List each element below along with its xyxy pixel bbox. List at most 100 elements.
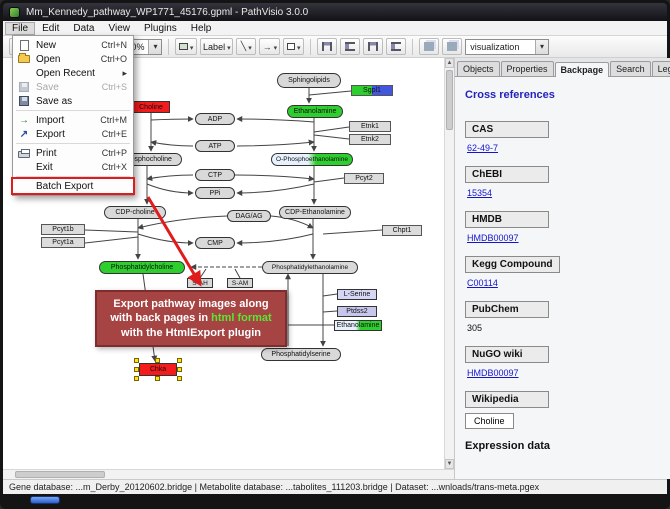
stack-button[interactable] (386, 38, 407, 55)
bring-forward-button[interactable] (419, 38, 440, 55)
xref-link[interactable]: 15354 (467, 188, 493, 198)
toolbar-separator (168, 38, 170, 55)
scroll-up-icon[interactable]: ▲ (445, 58, 454, 68)
xref-link[interactable]: HMDB00097 (467, 368, 519, 378)
xref-section-pubchem: PubChem 305 (465, 299, 670, 333)
scroll-down-icon[interactable]: ▼ (445, 459, 454, 469)
xref-header: Kegg Compound (465, 256, 560, 273)
pathway-node[interactable]: ATP (195, 140, 235, 152)
gene-node-tool-button[interactable] (175, 38, 198, 55)
xref-value-box[interactable]: Choline (465, 413, 514, 429)
xref-link[interactable]: 62-49-7 (467, 143, 499, 153)
align-vertical-button[interactable] (340, 38, 361, 55)
side-panel: Objects Properties Backpage Search Legen… (454, 58, 670, 479)
window-title: Mm_Kennedy_pathway_WP1771_45176.gpml - P… (26, 6, 309, 18)
tab-objects[interactable]: Objects (457, 61, 500, 76)
printer-icon (18, 149, 30, 158)
pathway-node[interactable]: DAG/AG (227, 210, 271, 222)
pathway-node[interactable]: Etnk2 (349, 134, 391, 145)
line-tool-button[interactable] (236, 38, 257, 55)
pathway-node[interactable]: L-Serine (337, 289, 377, 300)
scrollbar-thumb[interactable] (446, 70, 453, 130)
label-tool-text: Label (203, 41, 226, 52)
pathway-node[interactable]: Pcyt2 (344, 173, 384, 184)
pathway-node[interactable]: Sphingolipids (277, 73, 341, 88)
xref-header: HMDB (465, 211, 549, 228)
menu-help[interactable]: Help (190, 22, 212, 34)
xref-link[interactable]: C00114 (467, 278, 498, 288)
pathway-node[interactable]: PPi (195, 187, 235, 199)
zoom-dropdown-arrow-icon[interactable] (148, 39, 162, 54)
pathway-node[interactable]: Phosphatidylethanolamine (262, 261, 358, 274)
shape-tool-icon (287, 43, 295, 50)
tab-search[interactable]: Search (610, 61, 651, 76)
xref-header: ChEBI (465, 166, 549, 183)
gene-node-icon (179, 43, 188, 50)
align-horizontal-button[interactable] (317, 38, 338, 55)
menu-edit[interactable]: Edit (42, 22, 60, 34)
xref-link[interactable]: HMDB00097 (467, 233, 519, 243)
pathway-node[interactable]: Pcyt1b (41, 224, 85, 235)
menu-item-open-recent[interactable]: Open Recent (13, 66, 133, 80)
pathway-node[interactable]: Etnk1 (349, 121, 391, 132)
pathway-node[interactable]: CMP (195, 237, 235, 249)
cross-references-title: Cross references (465, 89, 555, 101)
tab-backpage[interactable]: Backpage (554, 62, 610, 77)
menu-plugins[interactable]: Plugins (143, 22, 177, 34)
submenu-arrow-icon (122, 68, 127, 79)
pathway-node[interactable]: Phosphatidylcholine (99, 261, 185, 274)
menu-view[interactable]: View (108, 22, 130, 34)
side-panel-tabs: Objects Properties Backpage Search Legen… (455, 58, 670, 77)
pathway-node[interactable]: S-AM (227, 278, 253, 288)
stack-icon (391, 42, 402, 51)
menu-item-save-as[interactable]: Save as (13, 94, 133, 108)
pathway-node[interactable]: CDP-Ethanolamine (279, 206, 351, 219)
visualization-dropdown-arrow-icon[interactable] (535, 39, 548, 54)
xref-section-cas: CAS 62-49-7 (465, 119, 670, 153)
xref-section-chebi: ChEBI 15354 (465, 164, 670, 198)
pathway-node[interactable]: Pcyt1a (41, 237, 85, 248)
toolbar-separator (412, 38, 414, 55)
pathway-node[interactable]: ADP (195, 113, 235, 125)
pathway-node[interactable]: CTP (195, 169, 235, 181)
pathway-node[interactable]: Phosphatidylserine (261, 348, 341, 361)
pathway-node[interactable]: Sgpl1 (351, 85, 393, 96)
pathway-node[interactable]: Ethanolamine (334, 320, 382, 331)
pathway-node[interactable]: Choline (132, 101, 170, 113)
menu-item-batch-export[interactable]: Batch Export (11, 177, 135, 195)
arrow-tool-button[interactable] (259, 38, 281, 55)
scrollbar-thumb[interactable] (15, 471, 105, 478)
export-icon (20, 129, 28, 140)
app-icon (9, 6, 20, 18)
shape-tool-button[interactable] (283, 38, 305, 55)
tab-legend[interactable]: Legend (651, 61, 670, 76)
pathway-node[interactable]: Ethanolamine (287, 105, 343, 118)
pathway-node-selected[interactable]: Chka (139, 363, 177, 376)
send-backward-button[interactable] (442, 38, 463, 55)
align-horizontal-icon (322, 42, 333, 51)
distribute-button[interactable] (363, 38, 384, 55)
line-tool-icon (241, 41, 246, 52)
visualization-combobox[interactable]: visualization (465, 38, 549, 55)
pathway-node[interactable]: CDP-choline (104, 206, 166, 219)
open-folder-icon (18, 53, 30, 63)
pathway-node[interactable]: Ptdss2 (337, 306, 377, 317)
pathway-node[interactable]: S-AH (187, 278, 213, 288)
menu-data[interactable]: Data (73, 22, 95, 34)
visualization-value: visualization (470, 41, 520, 52)
canvas-vertical-scrollbar[interactable]: ▲ ▼ (444, 58, 454, 469)
pathway-node[interactable]: Chpt1 (382, 225, 422, 236)
menu-file[interactable]: File (5, 21, 36, 35)
status-bar: Gene database: ...m_Derby_20120602.bridg… (3, 479, 667, 494)
pathway-node[interactable]: O-Phosphoethanolamine (271, 153, 353, 166)
canvas-horizontal-scrollbar[interactable] (3, 469, 454, 479)
tab-properties[interactable]: Properties (500, 61, 554, 76)
label-tool-button[interactable]: Label (200, 38, 234, 55)
